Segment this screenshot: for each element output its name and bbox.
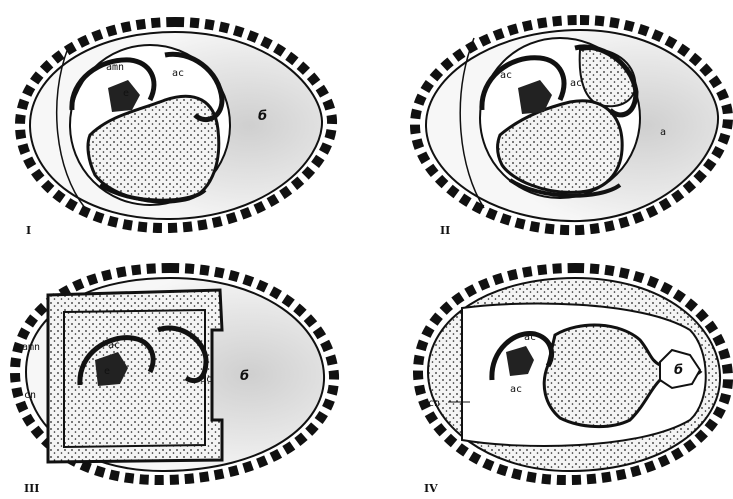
label-iv-albumen: б <box>674 363 683 378</box>
label-i-albumen: б <box>258 109 267 124</box>
label-ii-ac-left: ac <box>500 70 512 81</box>
panel-iv: cn ac ac б IV <box>418 268 728 495</box>
label-iv-cn: cn <box>428 398 440 409</box>
label-i-amn: amn <box>106 62 124 73</box>
label-i-ac: ac <box>172 68 184 79</box>
label-iii-embryo: e <box>104 366 110 377</box>
panel-ii: ac ac a II <box>415 20 728 237</box>
label-ii-ac-right: ac <box>570 78 582 89</box>
panel-iii: amn cn ac e ac б III <box>15 268 334 495</box>
label-iv-ac-top: ac <box>524 332 536 343</box>
label-iii-ac-inner: ac <box>108 340 120 351</box>
allantois-sac <box>48 290 222 462</box>
panel-numeral-ii: II <box>440 224 450 237</box>
label-iv-ac-bottom: ac <box>510 384 522 395</box>
label-iii-albumen: б <box>240 369 249 384</box>
label-iii-amn: amn <box>22 342 40 353</box>
label-iii-ac-right: ac <box>200 374 212 385</box>
panel-i: amn ac e б I <box>20 22 332 237</box>
label-i-embryo: e <box>123 88 129 99</box>
label-ii-albumen: a <box>660 127 666 138</box>
panel-numeral-i: I <box>26 224 31 237</box>
label-iii-cn: cn <box>24 390 36 401</box>
panel-numeral-iii: III <box>24 482 39 495</box>
panel-numeral-iv: IV <box>424 482 438 495</box>
